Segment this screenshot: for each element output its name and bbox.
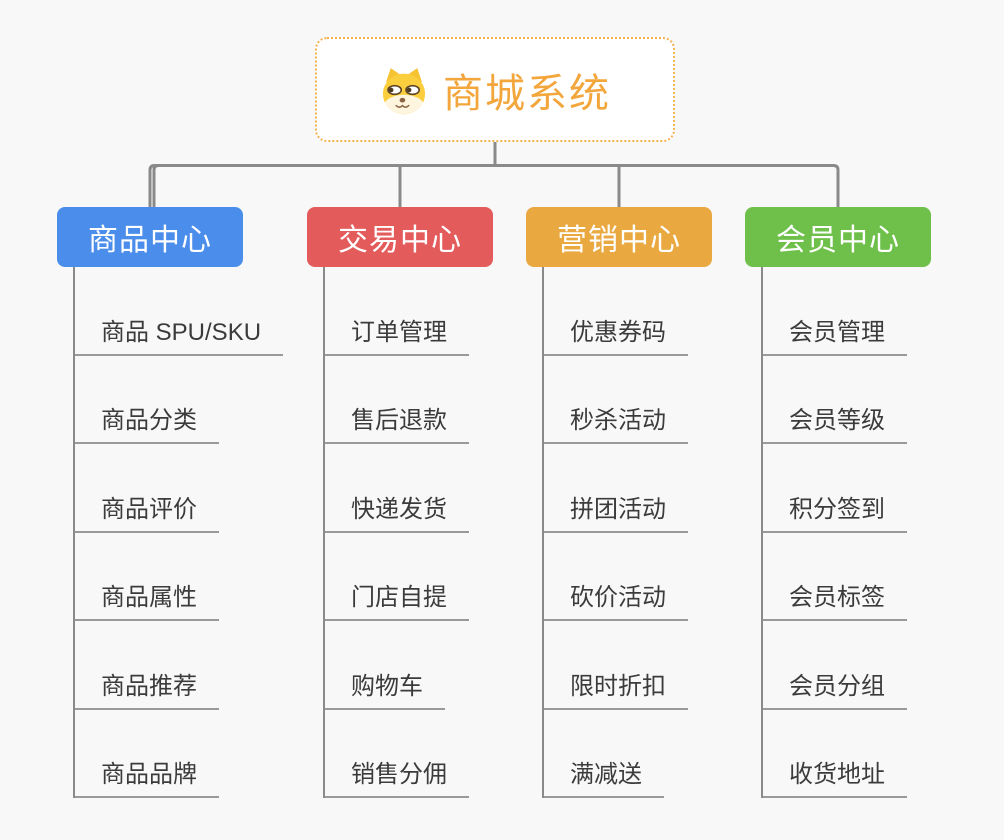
child-topic[interactable]: 会员管理	[763, 267, 907, 356]
child-topic[interactable]: 满减送	[544, 710, 664, 798]
child-topic[interactable]: 会员等级	[763, 356, 907, 444]
child-topic[interactable]: 快递发货	[325, 444, 469, 533]
branch-header-2[interactable]: 交易中心	[307, 207, 493, 267]
branch-header-3[interactable]: 营销中心	[526, 207, 712, 267]
child-topic[interactable]: 收货地址	[763, 710, 907, 798]
child-topic[interactable]: 售后退款	[325, 356, 469, 444]
child-topic[interactable]: 销售分佣	[325, 710, 469, 798]
child-topic[interactable]: 优惠券码	[544, 267, 688, 356]
branch-children: 订单管理售后退款快递发货门店自提购物车销售分佣	[323, 267, 493, 798]
branch-header-1[interactable]: 商品中心	[57, 207, 243, 267]
child-topic[interactable]: 购物车	[325, 621, 445, 710]
child-topic[interactable]: 订单管理	[325, 267, 469, 356]
root-title: 商城系统	[443, 71, 611, 116]
branch-column-2: 交易中心 订单管理售后退款快递发货门店自提购物车销售分佣	[307, 207, 493, 798]
child-topic[interactable]: 商品分类	[75, 356, 219, 444]
child-topic[interactable]: 门店自提	[325, 533, 469, 621]
dog-face-icon	[379, 65, 429, 115]
branch-column-3: 营销中心 优惠券码秒杀活动拼团活动砍价活动限时折扣满减送	[526, 207, 712, 798]
child-topic[interactable]: 商品品牌	[75, 710, 219, 798]
root-node-mall-system[interactable]: 商城系统	[315, 37, 675, 142]
child-topic[interactable]: 砍价活动	[544, 533, 688, 621]
child-topic[interactable]: 商品推荐	[75, 621, 219, 710]
child-topic[interactable]: 商品评价	[75, 444, 219, 533]
child-topic[interactable]: 秒杀活动	[544, 356, 688, 444]
child-topic[interactable]: 会员标签	[763, 533, 907, 621]
child-topic[interactable]: 会员分组	[763, 621, 907, 710]
branch-header-4[interactable]: 会员中心	[745, 207, 931, 267]
child-topic[interactable]: 限时折扣	[544, 621, 688, 710]
child-topic[interactable]: 积分签到	[763, 444, 907, 533]
branch-children: 会员管理会员等级积分签到会员标签会员分组收货地址	[761, 267, 931, 798]
branch-column-4: 会员中心 会员管理会员等级积分签到会员标签会员分组收货地址	[745, 207, 931, 798]
child-topic[interactable]: 商品 SPU/SKU	[75, 267, 284, 356]
child-topic[interactable]: 商品属性	[75, 533, 219, 621]
child-topic[interactable]: 拼团活动	[544, 444, 688, 533]
branch-children: 优惠券码秒杀活动拼团活动砍价活动限时折扣满减送	[542, 267, 712, 798]
